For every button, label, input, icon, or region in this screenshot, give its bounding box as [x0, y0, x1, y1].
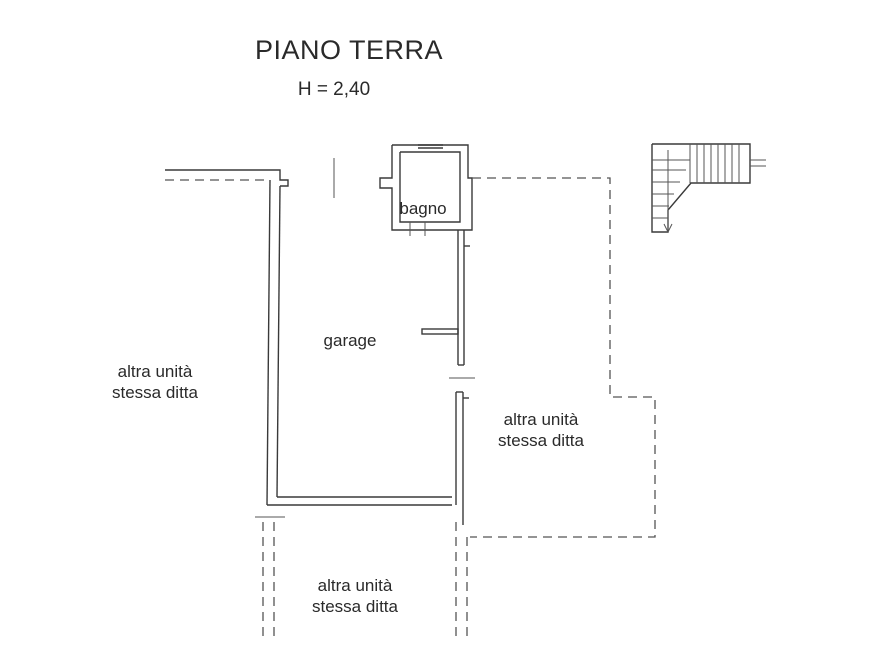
garage-walls [255, 158, 475, 525]
right-neighbor-label-line2: stessa ditta [498, 431, 585, 450]
bottom-neighbor-boundary [262, 522, 468, 640]
plan-title: PIANO TERRA [255, 35, 443, 65]
bottom-neighbor-label-line2: stessa ditta [312, 597, 399, 616]
bathroom-walls [379, 144, 473, 236]
garage-label: garage [324, 331, 377, 350]
left-neighbor-boundary [165, 169, 289, 187]
right-neighbor-label-line1: altra unità [504, 410, 579, 429]
left-neighbor-label-line1: altra unità [118, 362, 193, 381]
staircase-icon [651, 143, 766, 234]
left-neighbor-label-line2: stessa ditta [112, 383, 199, 402]
bathroom-label: bagno [399, 199, 446, 218]
bottom-neighbor-label-line1: altra unità [318, 576, 393, 595]
right-neighbor-boundary [470, 177, 656, 538]
ceiling-height-label: H = 2,40 [298, 79, 370, 100]
